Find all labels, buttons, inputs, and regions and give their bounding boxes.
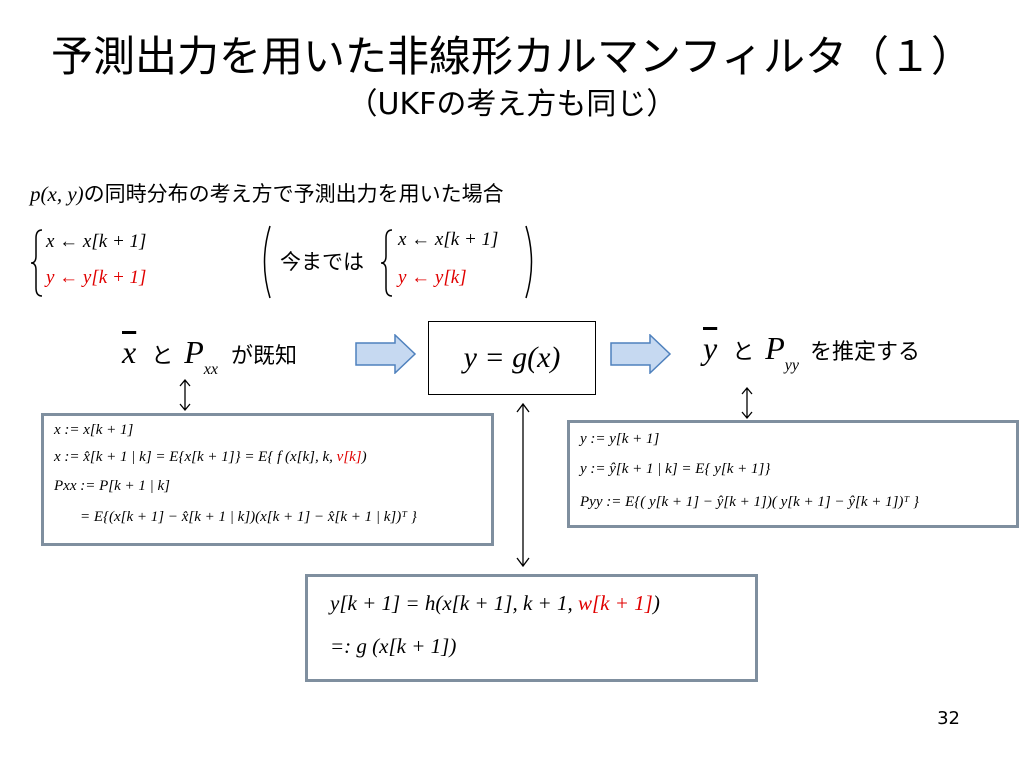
intro-text: の同時分布の考え方で予測出力を用いた場合 [83,182,504,206]
center-formula: y = g(x) [463,341,561,374]
right-box-line2: y := ŷ[k + 1 | k] = E{ y[k + 1]} [580,461,771,477]
pyy-symbol: P [765,330,785,366]
right-box-line1: y := y[k + 1] [580,431,660,447]
bottom-box-line1: y[k + 1] = h(x[k + 1], k + 1, w[k + 1]) [330,591,660,615]
pyy-subscript: yy [784,357,799,375]
intro-line: p(x, y)の同時分布の考え方で予測出力を用いた場合 [30,180,504,208]
updown-arrow-icon-left [179,378,191,412]
assign-right-prefix: 今までは [280,250,364,274]
assign-right-line1: x ← x[k + 1] [398,229,499,250]
left-box-line1: x := x[k + 1] [54,422,134,438]
known-label: x と Pxx が既知 [122,334,297,378]
assign-left-line2: y ← y[k + 1] [46,267,147,288]
page-number: 32 [937,708,960,729]
pxx-subscript: xx [203,361,218,379]
ybar-symbol: y [703,330,718,366]
right-equation-box: y := y[k + 1] y := ŷ[k + 1 | k] = E{ y[k… [567,420,1019,528]
assign-left: x ← x[k + 1] y ← y[k + 1] [30,228,230,298]
left-box-line4: = E{(x[k + 1] − x̂[k + 1 | k])(x[k + 1] … [80,509,417,525]
left-paren-icon [263,225,271,299]
vertical-double-arrow-icon [516,402,530,568]
assign-right-line2: y ← y[k] [398,267,467,288]
right-box-line3: Pyy := E{( y[k + 1] − ŷ[k + 1])( y[k + 1… [580,494,919,510]
slide-subtitle: （UKFの考え方も同じ） [347,87,677,122]
slide-title: 予測出力を用いた非線形カルマンフィルタ（１） [51,32,973,81]
left-box-red-term: v[k] [336,449,362,465]
inner-brace-icon [380,229,393,297]
assign-right: 今までは x ← x[k + 1] y ← y[k] [258,224,540,300]
bottom-box-line2: =: g (x[k + 1]) [330,634,457,658]
bottom-box-red-term: w[k + 1] [577,591,653,615]
right-block-arrow-icon-2 [610,334,672,374]
estimate-label: y と Pyy を推定する [703,330,920,374]
left-brace-icon [30,229,43,297]
estimate-to: と [732,340,755,365]
center-formula-box: y = g(x) [428,321,596,395]
pxx-symbol: P [184,334,204,370]
right-paren-icon [525,225,533,299]
updown-arrow-icon-right [741,386,753,420]
right-block-arrow-icon-1 [355,334,417,374]
left-box-line2: x := x̂[k + 1 | k] = E{x[k + 1]} = E{ f … [54,449,367,465]
left-box-line3: Pxx := P[k + 1 | k] [54,478,170,494]
assign-left-line1: x ← x[k + 1] [46,231,147,252]
estimate-suffix: を推定する [809,340,920,365]
bottom-equation-box: y[k + 1] = h(x[k + 1], k + 1, w[k + 1]) … [305,574,758,682]
known-to: と [151,344,174,369]
intro-formula: p(x, y) [30,182,84,206]
xbar-symbol: x [122,334,137,370]
known-suffix: が既知 [230,344,297,369]
left-equation-box: x := x[k + 1] x := x̂[k + 1 | k] = E{x[k… [41,413,494,546]
